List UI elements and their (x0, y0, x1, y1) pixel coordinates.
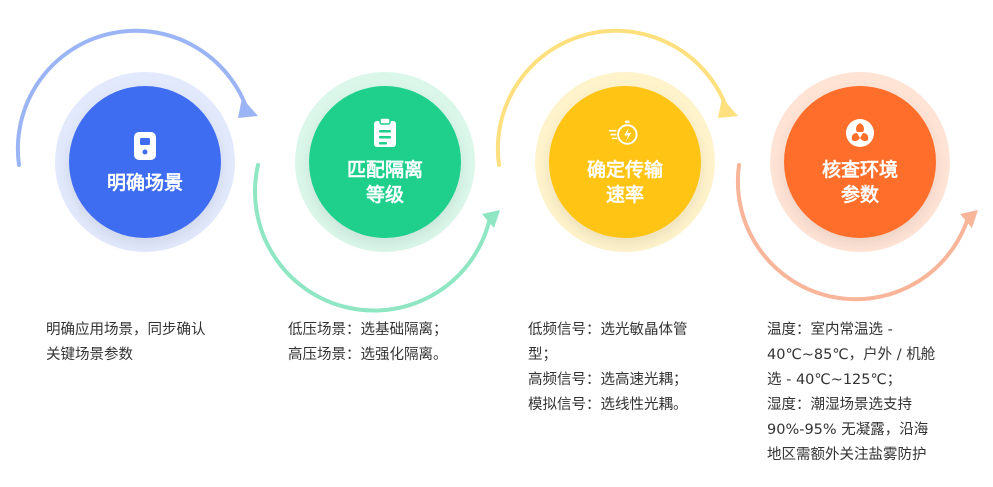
step-2-desc-line-2: 高压场景：选强化隔离。 (288, 347, 448, 363)
step-4-desc-line-2: 40℃~85℃，户外 / 机舱 (767, 347, 936, 363)
step-1-desc-line-2: 关键场景参数 (46, 347, 133, 363)
step-3-desc-line-4: 模拟信号：选线性光耦。 (528, 397, 688, 413)
arrowhead-step-4 (960, 210, 978, 228)
arrowhead-step-1 (238, 98, 258, 118)
step-1-desc-line-1: 明确应用场景，同步确认 (46, 322, 206, 338)
step-2-title-line-1: 匹配隔离 (346, 159, 423, 181)
arc-step-4 (735, 163, 970, 302)
step-4-circle: 核查环境 参数 (770, 72, 950, 252)
step-3-desc-line-3: 高频信号：选高速光耦； (528, 372, 688, 388)
arrowhead-step-2 (482, 210, 500, 228)
arc-step-1 (15, 28, 250, 167)
step-3-title-line-1: 确定传输 (586, 159, 663, 181)
arrowhead-step-3 (718, 98, 738, 118)
step-2-title-line-2: 等级 (365, 184, 404, 206)
step-1-title-line-1: 明确场景 (106, 171, 183, 194)
arc-step-3 (495, 28, 730, 167)
step-1-badge: 明确场景 (69, 86, 221, 238)
speed-timer-icon (608, 116, 642, 150)
step-2-circle: 匹配隔离 等级 (295, 72, 475, 252)
step-4-title-line-1: 核查环境 (821, 159, 898, 181)
step-3-desc-line-1: 低频信号：选光敏晶体管 (528, 322, 688, 338)
step-1-description: 明确应用场景，同步确认 关键场景参数 (46, 318, 246, 368)
step-2-badge: 匹配隔离 等级 (309, 86, 461, 238)
step-4-desc-line-1: 温度：室内常温选 - (767, 322, 893, 338)
step-4-desc-line-5: 90%-95% 无凝露，沿海 (767, 422, 929, 438)
recycle-icon (843, 116, 877, 150)
step-3-badge: 确定传输 速率 (549, 86, 701, 238)
step-2-desc-line-1: 低压场景：选基础隔离； (288, 322, 448, 338)
step-1-circle: 明确场景 (55, 72, 235, 252)
step-4-desc-line-3: 选 - 40℃~125℃； (767, 372, 902, 388)
step-3-desc-line-2: 型； (528, 347, 557, 363)
phone-card-icon (128, 129, 162, 163)
step-4-desc-line-4: 湿度：潮湿场景选支持 (767, 397, 912, 413)
step-3-title-line-2: 速率 (605, 184, 644, 206)
step-4-badge: 核查环境 参数 (784, 86, 936, 238)
step-4-title-line-2: 参数 (840, 184, 879, 206)
step-3-description: 低频信号：选光敏晶体管 型； 高频信号：选高速光耦； 模拟信号：选线性光耦。 (528, 318, 728, 418)
step-3-circle: 确定传输 速率 (535, 72, 715, 252)
step-4-desc-line-6: 地区需额外关注盐雾防护 (767, 447, 927, 463)
clipboard-list-icon (368, 116, 402, 150)
step-4-description: 温度：室内常温选 - 40℃~85℃，户外 / 机舱 选 - 40℃~125℃；… (767, 318, 977, 468)
arc-step-2 (253, 163, 492, 313)
step-2-description: 低压场景：选基础隔离； 高压场景：选强化隔离。 (288, 318, 488, 368)
